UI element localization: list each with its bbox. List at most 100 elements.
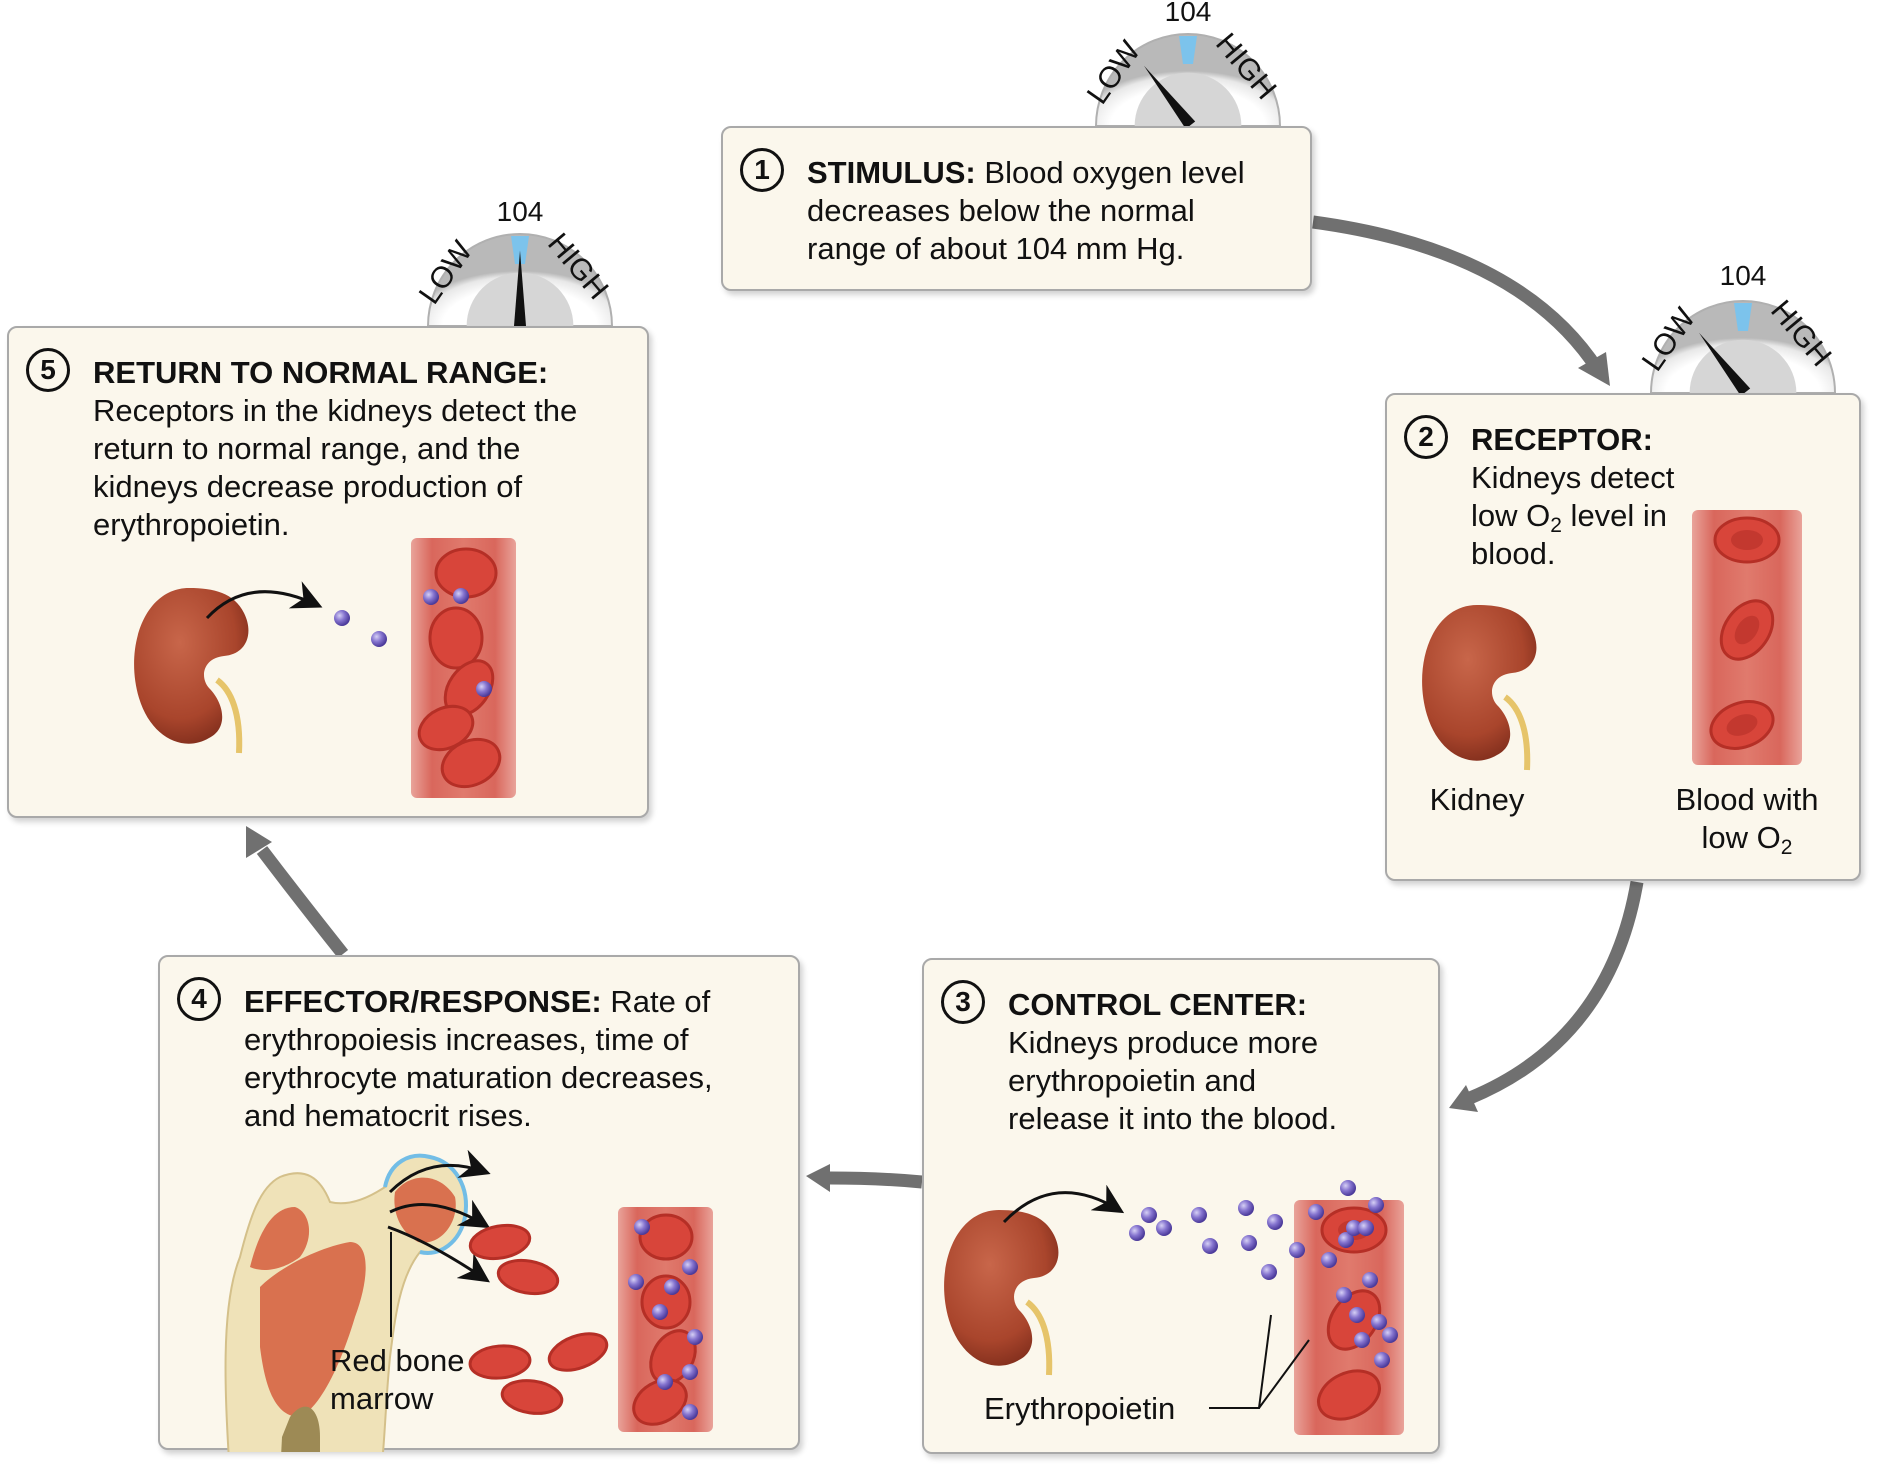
erythropoietin-molecule	[682, 1259, 698, 1275]
erythropoietin-molecule	[371, 631, 387, 647]
receptor-illustration	[1422, 510, 1802, 771]
label-line: Red bone	[330, 1343, 465, 1378]
erythropoietin-molecule	[1261, 1264, 1277, 1280]
red-blood-cell	[468, 1344, 532, 1380]
gauge-normal-band	[511, 236, 529, 264]
erythropoietin-molecule	[1238, 1200, 1254, 1216]
erythropoietin-molecule	[628, 1274, 644, 1290]
subscript: 2	[1780, 836, 1793, 859]
blood-vessel-illustration	[1692, 510, 1802, 765]
release-arrow	[205, 581, 323, 620]
step-text-line: Receptors in the kidneys detect the	[93, 393, 578, 428]
erythropoietin-molecule	[1129, 1225, 1145, 1241]
step-text-line: erythropoietin.	[93, 507, 290, 542]
blood-vessel-illustration	[411, 538, 516, 798]
kidney-illustration	[134, 588, 249, 754]
erythropoietin-molecule	[334, 610, 350, 626]
gauge-2-value: 104	[1719, 260, 1767, 291]
step-title: EFFECTOR/RESPONSE:	[244, 984, 602, 1019]
red-blood-cell	[496, 1258, 560, 1296]
step-text-line: low O	[1471, 498, 1551, 533]
label-line: marrow	[330, 1381, 434, 1416]
erythropoietin-molecule	[1308, 1204, 1324, 1220]
erythropoietin-molecule	[1374, 1352, 1390, 1368]
step-1-text: STIMULUS: Blood oxygen level decreases b…	[807, 154, 1307, 268]
flow-arrow-1-to-2	[1312, 215, 1610, 386]
erythropoietin-molecule	[652, 1304, 668, 1320]
red-blood-cell	[547, 1332, 609, 1372]
label-line: Blood with	[1675, 782, 1819, 817]
step-4-effector-box: 4 EFFECTOR/RESPONSE: Rate of erythropoie…	[158, 955, 800, 1452]
step-text-line: range of about 104 mm Hg.	[807, 231, 1185, 266]
erythropoietin-molecule	[1321, 1252, 1337, 1268]
erythropoietin-molecule	[1340, 1180, 1356, 1196]
step-number-badge: 5	[26, 348, 70, 392]
erythropoietin-molecule	[1382, 1327, 1398, 1343]
erythropoietin-molecule	[664, 1279, 680, 1295]
red-blood-cell	[468, 1223, 532, 1261]
step-title: STIMULUS:	[807, 155, 976, 190]
gauge-normal-band	[1734, 303, 1752, 331]
erythropoietin-molecule	[1156, 1220, 1172, 1236]
bone-illustration	[224, 1153, 468, 1452]
effector-illustration	[224, 1149, 713, 1452]
erythropoietin-molecule	[1202, 1238, 1218, 1254]
new-red-blood-cells	[468, 1223, 609, 1415]
blood-low-o2-label: Blood with low O2	[1652, 781, 1842, 859]
step-number-badge: 3	[941, 980, 985, 1024]
flow-arrow-2-to-3	[1449, 880, 1644, 1112]
step-title: RETURN TO NORMAL RANGE:	[93, 355, 549, 390]
kidney-illustration	[944, 1210, 1059, 1376]
erythropoietin-molecule	[476, 681, 492, 697]
step-title: CONTROL CENTER:	[1008, 987, 1308, 1022]
flow-arrow-3-to-4	[806, 1164, 923, 1192]
erythropoietin-molecules	[334, 588, 492, 697]
step-text-line: Kidneys detect	[1471, 460, 1675, 495]
gauge-5-value: 104	[496, 196, 544, 227]
subscript: 2	[1550, 514, 1562, 537]
step-3-control-center-box: 3 CONTROL CENTER: Kidneys produce more e…	[922, 958, 1440, 1454]
step-text-line: erythropoiesis increases, time of	[244, 1022, 689, 1057]
erythropoietin-molecules	[628, 1219, 703, 1420]
step-2-text: RECEPTOR: Kidneys detect low O2 level in…	[1471, 421, 1731, 573]
erythropoietin-molecule	[1289, 1242, 1305, 1258]
erythropoietin-molecule	[1241, 1235, 1257, 1251]
gauge-1-value: 104	[1164, 0, 1212, 27]
step-text-line: kidneys decrease production of	[93, 469, 523, 504]
step-text-line: decreases below the normal	[807, 193, 1195, 228]
gauge-needle	[1144, 65, 1196, 129]
blood-vessel-illustration	[618, 1207, 713, 1432]
step-number-badge: 2	[1404, 415, 1448, 459]
step-5-text: RETURN TO NORMAL RANGE: Receptors in the…	[93, 354, 643, 544]
erythropoietin-molecule	[1358, 1220, 1374, 1236]
step-number-badge: 1	[740, 148, 784, 192]
step-text-line: Rate of	[610, 984, 711, 1019]
gauge-normal-band	[1179, 36, 1197, 64]
erythropoietin-molecule	[1336, 1287, 1352, 1303]
erythropoietin-molecule	[1354, 1332, 1370, 1348]
step-text-line: release it into the blood.	[1008, 1101, 1338, 1136]
step-5-return-box: 5 RETURN TO NORMAL RANGE: Receptors in t…	[7, 326, 649, 818]
step-text-line: erythropoietin and	[1008, 1063, 1257, 1098]
erythropoietin-molecule	[1191, 1207, 1207, 1223]
kidney-illustration	[1422, 605, 1537, 771]
erythropoietin-label: Erythropoietin	[984, 1391, 1176, 1426]
step-text-line: level in	[1561, 498, 1668, 533]
erythropoietin-molecule	[682, 1364, 698, 1380]
gauge-needle	[1699, 332, 1751, 396]
gauge-needle	[514, 250, 526, 326]
erythropoietin-leader-line	[1209, 1314, 1310, 1409]
erythropoietin-molecule	[1267, 1214, 1283, 1230]
erythropoietin-molecules	[1129, 1180, 1398, 1368]
erythropoietin-molecule	[1362, 1272, 1378, 1288]
control-center-illustration	[944, 1180, 1404, 1435]
step-2-receptor-box: 2 RECEPTOR: Kidneys detect low O2 level …	[1385, 393, 1861, 881]
erythropoietin-molecule	[1368, 1197, 1384, 1213]
step-text-line: Blood oxygen level	[984, 155, 1245, 190]
